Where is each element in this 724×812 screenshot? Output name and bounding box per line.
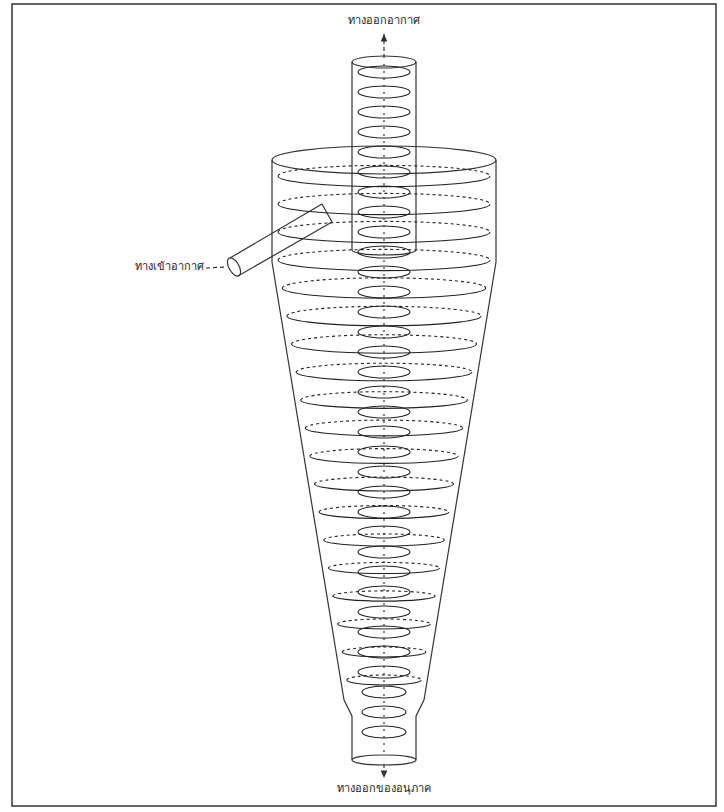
outer-vortex [301,392,468,400]
vortex-axis [383,64,384,756]
outlet-mouth [352,755,416,765]
cylinder-wall [271,160,272,262]
particle-outlet-label: ทางออกของอนุภาค [335,782,433,796]
outlet-neck [416,700,424,716]
outer-vortex [338,619,431,624]
outlet-tube [415,716,416,760]
cone-wall [272,262,344,700]
outlet-tube [351,716,352,760]
outer-vortex [342,647,426,652]
air-outlet-label: ทางออกอากาศ [346,14,422,28]
air-inlet-label: ทางเข้าอากาศ [133,260,206,274]
outer-vortex [291,335,476,344]
outer-vortex [333,591,435,596]
leader-line [206,267,226,268]
inlet-pipe [230,204,322,258]
vortex-finder [351,62,352,250]
cone-wall [424,262,496,700]
flow-arrow [383,764,384,778]
cylinder-wall [495,160,496,262]
outlet-neck [344,700,352,716]
flow-arrow [383,34,384,58]
outer-vortex [287,306,481,316]
inlet-mouth [225,256,244,278]
outer-vortex [296,363,472,372]
outer-vortex [328,562,439,568]
frame [12,4,716,806]
